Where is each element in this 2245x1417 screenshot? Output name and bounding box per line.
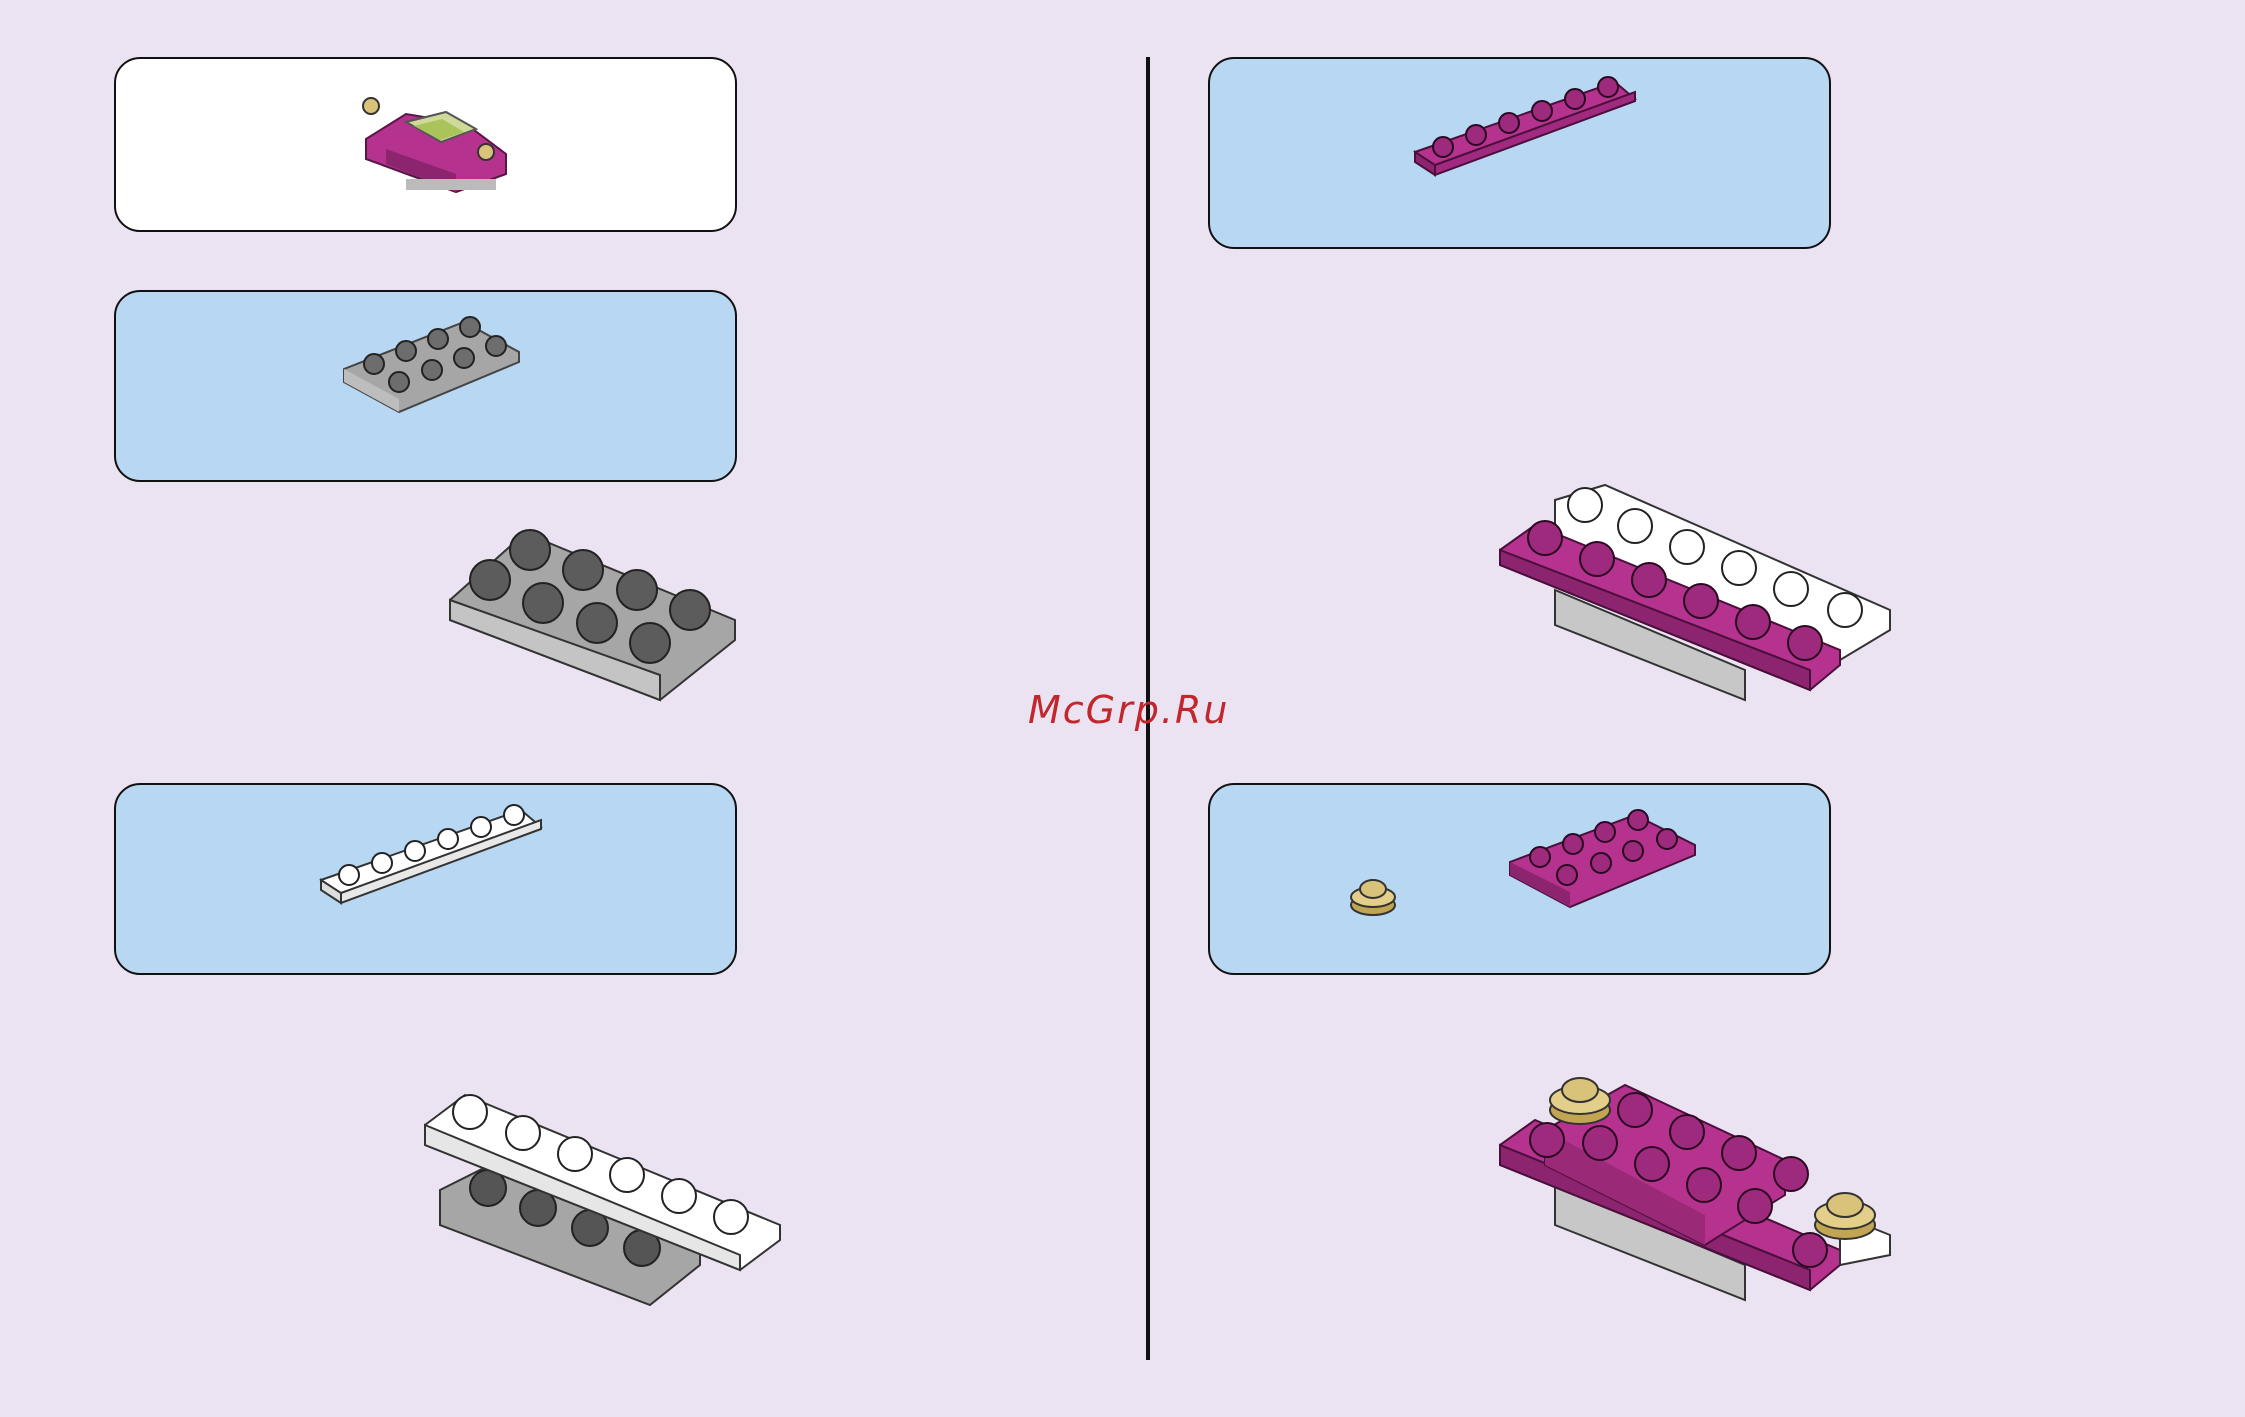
step-2-assembly-image [420,1090,790,1310]
step-3-assembly-image [1495,480,1895,710]
step-4-parts-callout [1208,783,1831,975]
step-1-assembly-image [445,525,745,705]
watermark: McGrp.Ru [1028,688,1229,732]
white-plate-1x6-part-image [311,805,551,935]
step-4-assembly-image [1495,1065,1895,1315]
step-1-parts-callout [114,290,737,482]
step-3-parts-callout [1208,57,1831,249]
step-2-parts-callout [114,783,737,975]
finished-model-callout [114,57,737,232]
gray-plate-2x4-part-image [334,314,524,424]
magenta-plate-1x6-part-image [1405,77,1645,207]
finished-car-model-image [346,94,536,204]
magenta-plate-2x4-part-image [1505,807,1705,922]
gold-round-plate-1x1-part-image [1348,873,1398,918]
